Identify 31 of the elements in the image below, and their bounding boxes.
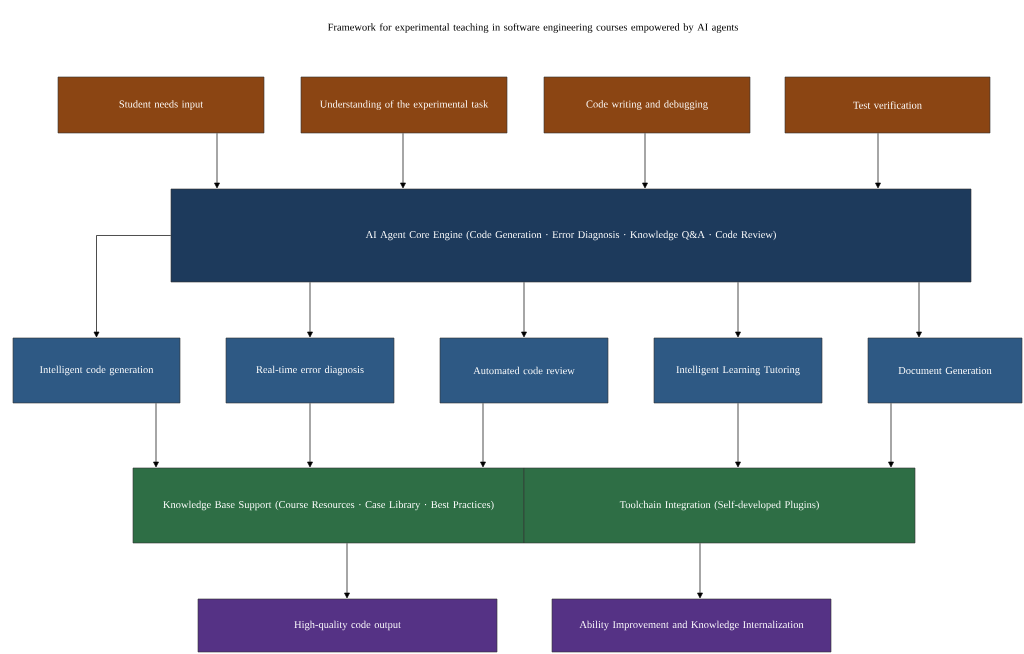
support-box: Toolchain Integration (Self-developed Plugins) — [523, 467, 916, 544]
function-box: Document Generation — [867, 337, 1023, 404]
arrow — [93, 235, 172, 338]
function-box: Intelligent Learning Tutoring — [653, 337, 823, 404]
arrow — [735, 402, 741, 468]
output-box: High-quality code output — [197, 598, 498, 653]
function-box: Intelligent code generation — [12, 337, 181, 404]
arrow — [153, 402, 159, 468]
output-box: Ability Improvement and Knowledge Internalization — [551, 598, 832, 653]
title: Framework for experimental teaching in software engineering courses empowered by AI agents — [327, 23, 738, 33]
input-box: Understanding of the experimental task — [300, 76, 508, 134]
arrow — [916, 281, 922, 338]
arrow — [400, 132, 406, 189]
arrow — [642, 132, 648, 189]
arrow — [888, 402, 894, 468]
input-box: Test verification — [784, 76, 991, 134]
arrow — [875, 132, 881, 189]
arrow — [735, 281, 741, 338]
input-box: Code writing and debugging — [543, 76, 751, 134]
input-box: Student needs input — [57, 76, 265, 134]
function-box: Real-time error diagnosis — [225, 337, 395, 404]
engine-box: AI Agent Core Engine (Code Generation · Error Diagnosis · Knowledge Q&A · Code Review) — [170, 188, 972, 283]
arrow — [480, 402, 486, 468]
arrow — [344, 542, 350, 599]
arrow — [214, 132, 220, 189]
arrow — [521, 281, 527, 338]
arrow — [697, 542, 703, 599]
arrow — [307, 281, 313, 338]
function-box: Automated code review — [439, 337, 609, 404]
arrow — [307, 402, 313, 468]
support-box: Knowledge Base Support (Course Resources · Case Library · Best Practices) — [132, 467, 525, 544]
